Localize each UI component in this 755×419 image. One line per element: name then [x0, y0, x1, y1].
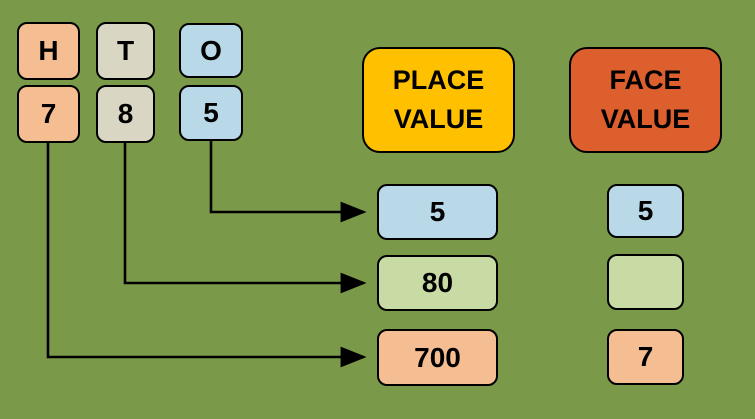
place-value-title: PLACE VALUE [362, 47, 515, 153]
header-box-hundreds: H [17, 22, 80, 80]
face-value-hundreds-box: 7 [607, 329, 684, 385]
digit-box-ones: 5 [179, 85, 243, 141]
arrow-hundreds-to-place-value [46, 141, 367, 368]
digit-box-tens: 8 [96, 85, 155, 143]
place-value-ones-box: 5 [377, 184, 498, 240]
place-value-tens-box: 80 [377, 255, 498, 311]
place-value-hundreds-box: 700 [377, 329, 498, 386]
face-value-ones-box: 5 [607, 184, 684, 238]
header-box-ones: O [179, 23, 243, 78]
digit-box-hundreds: 7 [17, 85, 80, 143]
arrow-tens-to-place-value [123, 141, 367, 294]
arrow-ones-to-place-value [209, 141, 367, 223]
header-box-tens: T [96, 22, 155, 80]
face-value-tens-box [607, 254, 684, 310]
face-value-title: FACE VALUE [569, 47, 722, 153]
